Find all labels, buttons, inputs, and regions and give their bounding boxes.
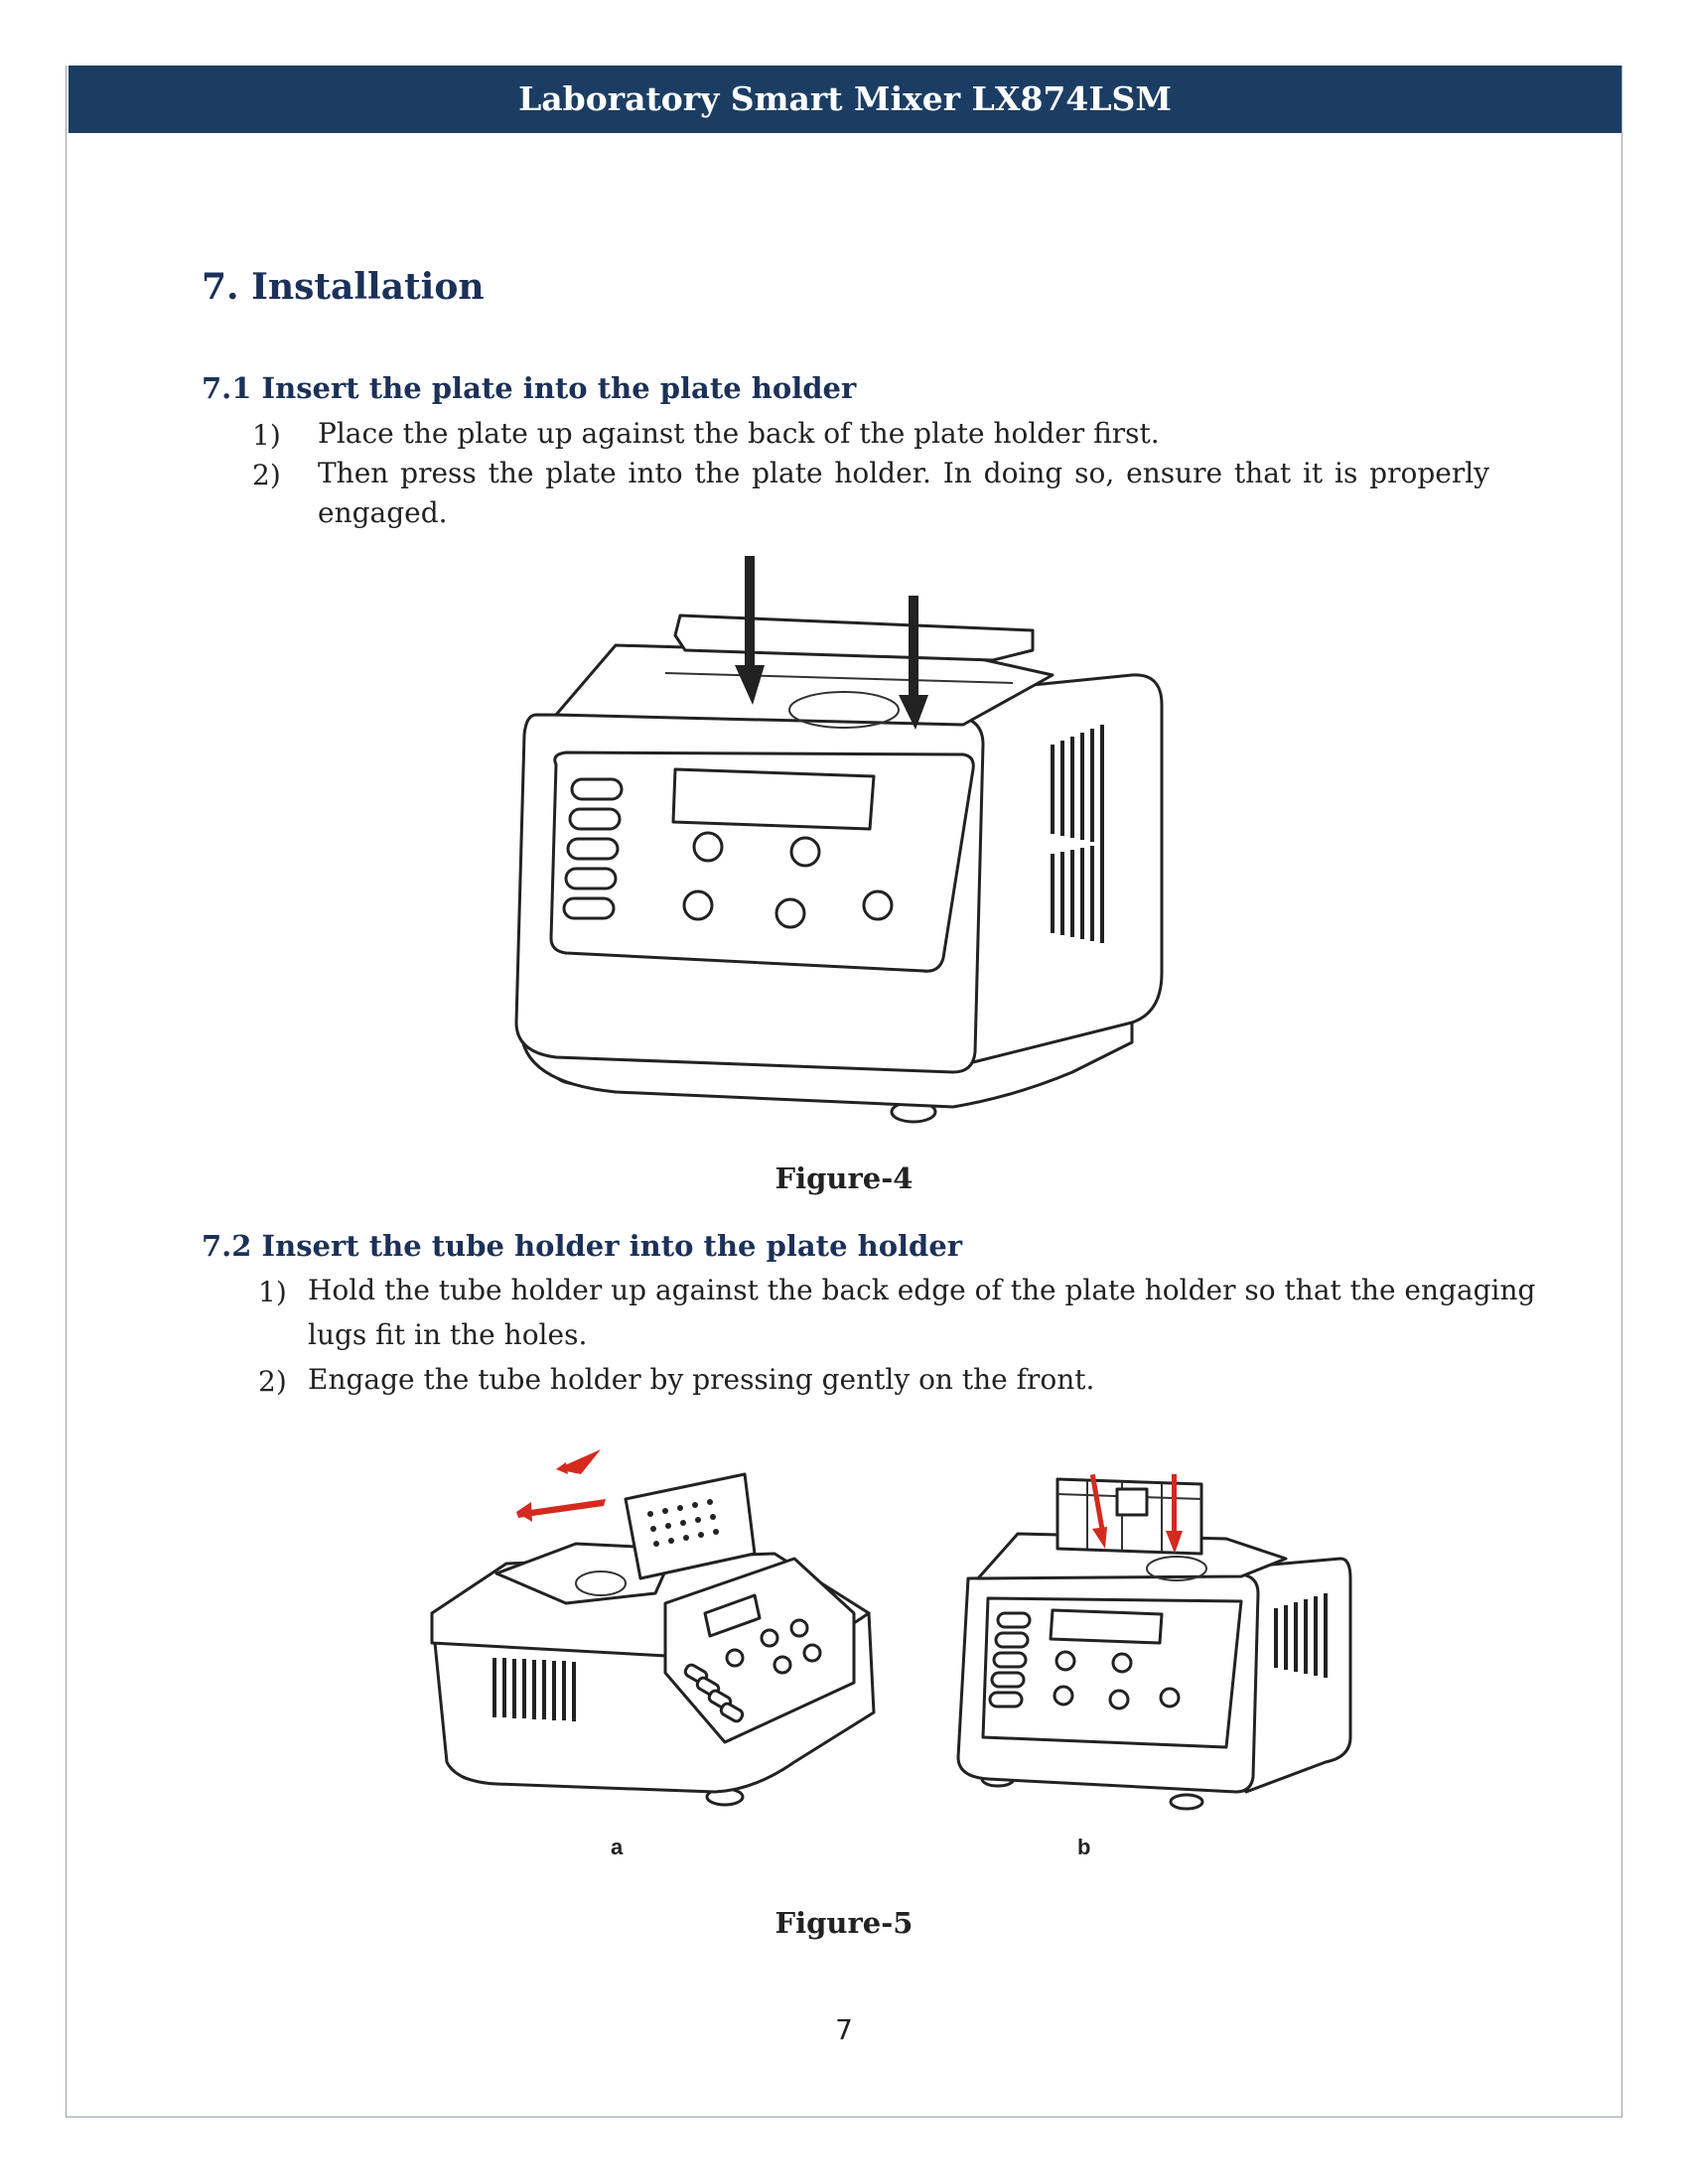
figure-5-caption: Figure-5	[774, 1906, 914, 1940]
mixer-tube-holder-insert-illustration-icon	[430, 1449, 876, 1807]
subsection-title-7-2: 7.2 Insert the tube holder into the plat…	[202, 1229, 963, 1263]
figure-4-caption: Figure-4	[774, 1161, 914, 1195]
subsection-title-7-1: 7.1 Insert the plate into the plate hold…	[202, 371, 857, 405]
step-number: 2)	[252, 459, 281, 491]
figure-label-b: b	[1077, 1835, 1091, 1859]
page-number: 7	[835, 2013, 853, 2046]
step-number: 1)	[258, 1276, 287, 1308]
figure-label-a: a	[611, 1835, 624, 1859]
step-text: Place the plate up against the back of t…	[318, 417, 1160, 450]
step-text: Engage the tube holder by pressing gentl…	[308, 1363, 1095, 1396]
mixer-tube-holder-press-illustration-icon	[956, 1473, 1352, 1811]
step-number: 2)	[258, 1365, 287, 1398]
document-header: Laboratory Smart Mixer LX874LSM	[69, 66, 1621, 133]
step-text: Hold the tube holder up against the back…	[308, 1274, 1536, 1306]
step-text-continued: lugs fit in the holes.	[308, 1318, 588, 1351]
step-text: Then press the plate into the plate hold…	[318, 457, 1489, 489]
page-frame	[66, 66, 1622, 2117]
mixer-plate-illustration-icon	[514, 556, 1164, 1124]
step-text-continued: engaged.	[318, 496, 448, 529]
step-number: 1)	[252, 419, 281, 452]
section-title: 7. Installation	[202, 266, 485, 308]
